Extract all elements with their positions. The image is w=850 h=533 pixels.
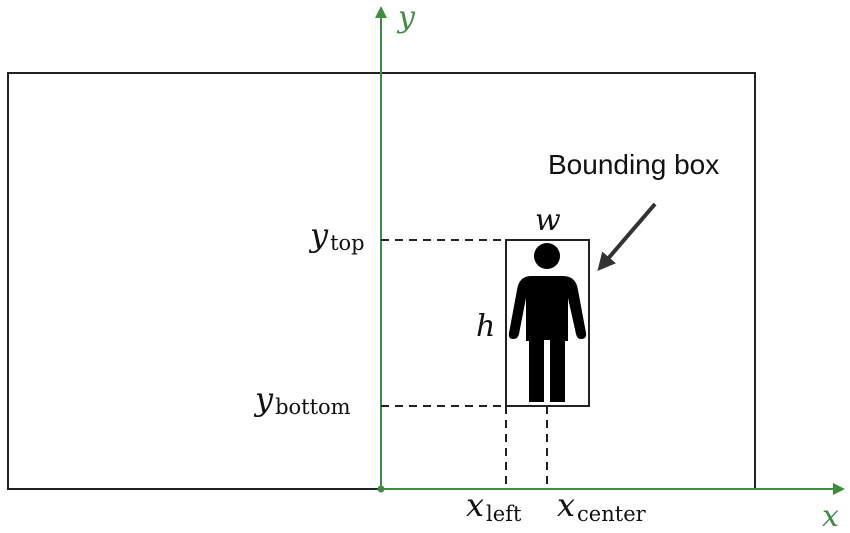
x-axis-label: x [822,499,839,533]
y-bottom-label: ybottom [253,380,351,419]
bounding-box-callout: Bounding box [548,149,719,180]
height-label: h [476,309,495,344]
bounding-box [505,239,590,407]
x-center-label: xcenter [557,486,647,526]
x-left-label: xleft [466,486,522,526]
person-icon [508,243,587,402]
y-axis-label: y [396,0,416,35]
width-label: w [535,203,561,238]
callout-arrow [597,202,657,272]
origin-point [377,485,385,493]
y-top-label: ytop [308,216,365,255]
